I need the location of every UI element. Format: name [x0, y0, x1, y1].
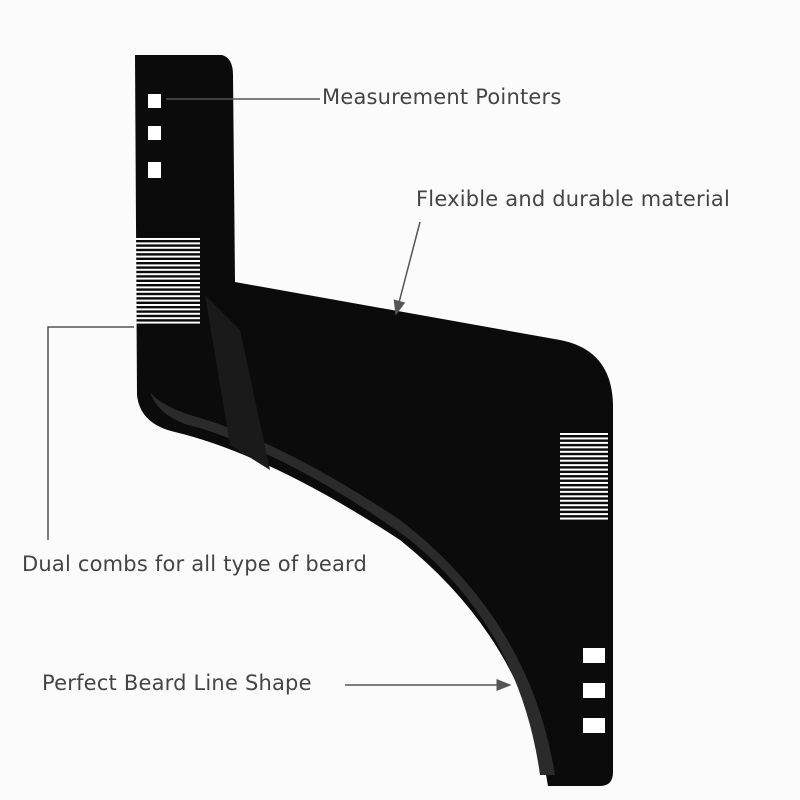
comb-tooth — [560, 450, 608, 453]
comb-tooth — [135, 321, 200, 324]
comb-tooth — [135, 308, 200, 311]
comb-tooth — [135, 295, 200, 298]
comb-tooth — [135, 273, 200, 276]
comb-tooth — [135, 304, 200, 306]
comb-tooth — [560, 459, 608, 462]
comb-tooth — [560, 468, 608, 471]
comb-tooth — [135, 246, 200, 249]
comb-tooth — [560, 486, 608, 489]
measurement-pointers-bottom — [583, 648, 605, 733]
measurement-pointers-top — [148, 94, 161, 178]
comb-tooth — [560, 481, 608, 484]
beard-shaper-tool — [135, 55, 613, 786]
comb-tooth — [135, 299, 200, 302]
label-beard-line-shape: Perfect Beard Line Shape — [42, 671, 312, 695]
label-flexible-material: Flexible and durable material — [416, 187, 731, 211]
material-arrow — [393, 221, 421, 316]
left-comb — [135, 238, 200, 324]
comb-tooth — [560, 441, 608, 444]
comb-tooth — [560, 464, 608, 467]
comb-tooth — [560, 495, 608, 498]
comb-tooth — [560, 508, 608, 511]
right-comb — [560, 433, 608, 520]
comb-tooth — [135, 277, 200, 280]
comb-tooth — [135, 268, 200, 271]
comb-tooth — [135, 286, 200, 289]
comb-tooth — [135, 242, 200, 245]
comb-tooth — [135, 260, 200, 262]
comb-tooth — [135, 251, 200, 254]
comb-tooth — [560, 499, 608, 502]
comb-tooth — [135, 282, 200, 284]
comb-tooth — [560, 433, 608, 436]
comb-tooth — [135, 317, 200, 320]
comb-tooth — [560, 513, 608, 516]
comb-tooth — [560, 473, 608, 476]
comb-tooth — [560, 504, 608, 507]
comb-tooth — [560, 455, 608, 458]
combs-bracket-line — [47, 326, 134, 540]
comb-tooth — [560, 517, 608, 520]
comb-tooth — [135, 290, 200, 293]
comb-tooth — [560, 490, 608, 493]
comb-tooth — [135, 255, 200, 258]
label-measurement-pointers: Measurement Pointers — [322, 85, 562, 109]
comb-tooth — [135, 264, 200, 267]
comb-tooth — [135, 238, 200, 240]
comb-tooth — [135, 312, 200, 315]
annotation-lines — [47, 98, 512, 691]
comb-tooth — [560, 446, 608, 449]
label-dual-combs: Dual combs for all type of beard — [22, 552, 368, 576]
comb-tooth — [560, 477, 608, 480]
comb-tooth — [560, 437, 608, 440]
